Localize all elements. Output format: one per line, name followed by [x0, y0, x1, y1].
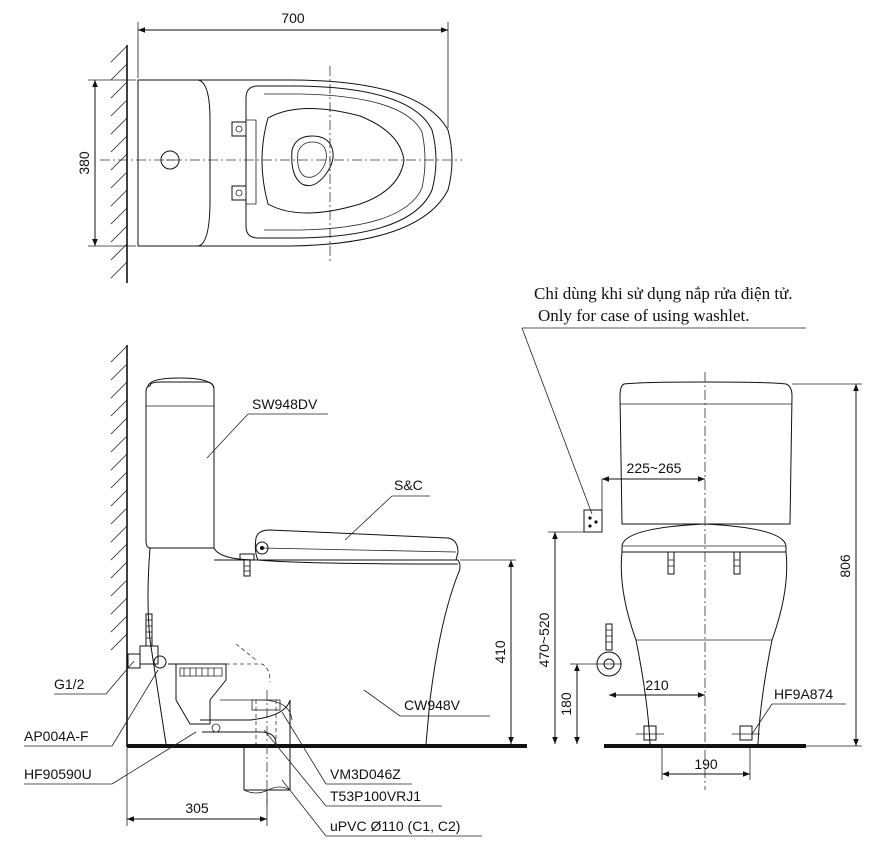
label-bowl: CW948V: [404, 697, 461, 713]
note-vietnamese: Chỉ dùng khi sử dụng nắp rửa điện tử.: [534, 284, 793, 303]
top-depth-dim: 380: [76, 151, 92, 175]
label-angle-valve: AP004A-F: [24, 728, 89, 744]
front-fix-spacing-dim: 190: [694, 756, 718, 772]
side-wall-hatch: [110, 345, 128, 651]
front-outlet-offset-dim: 225~265: [627, 460, 682, 476]
label-supply-hose: HF90590U: [24, 766, 92, 782]
front-supply-height-dim: 180: [558, 692, 574, 716]
wall-hatch: [110, 45, 128, 279]
label-connector: T53P100VRJ1: [330, 788, 421, 804]
front-supply-offset-dim: 210: [645, 677, 669, 693]
front-inlet-height-dim: 470~520: [536, 612, 552, 667]
side-height-dim: 410: [492, 640, 508, 664]
label-floor-fix: HF9A874: [774, 686, 833, 702]
top-width-dim: 700: [281, 10, 305, 26]
label-flange: VM3D046Z: [330, 766, 401, 782]
note-english: Only for case of using washlet.: [538, 306, 750, 325]
side-setback-dim: 305: [185, 800, 209, 816]
front-total-height-dim: 806: [837, 554, 853, 578]
front-view: Chỉ dùng khi sử dụng nắp rửa điện tử. On…: [521, 284, 862, 790]
side-view: 410 305 SW948DV S&C CW948V G1/2 AP004A-F…: [24, 345, 527, 837]
top-view: 700 380: [76, 10, 462, 283]
label-tank: SW948DV: [252, 396, 318, 412]
label-thread: G1/2: [54, 676, 85, 692]
label-drain-pipe: uPVC Ø110 (C1, C2): [330, 818, 460, 834]
side-floor: [127, 744, 527, 748]
label-seat: S&C: [394, 477, 423, 493]
